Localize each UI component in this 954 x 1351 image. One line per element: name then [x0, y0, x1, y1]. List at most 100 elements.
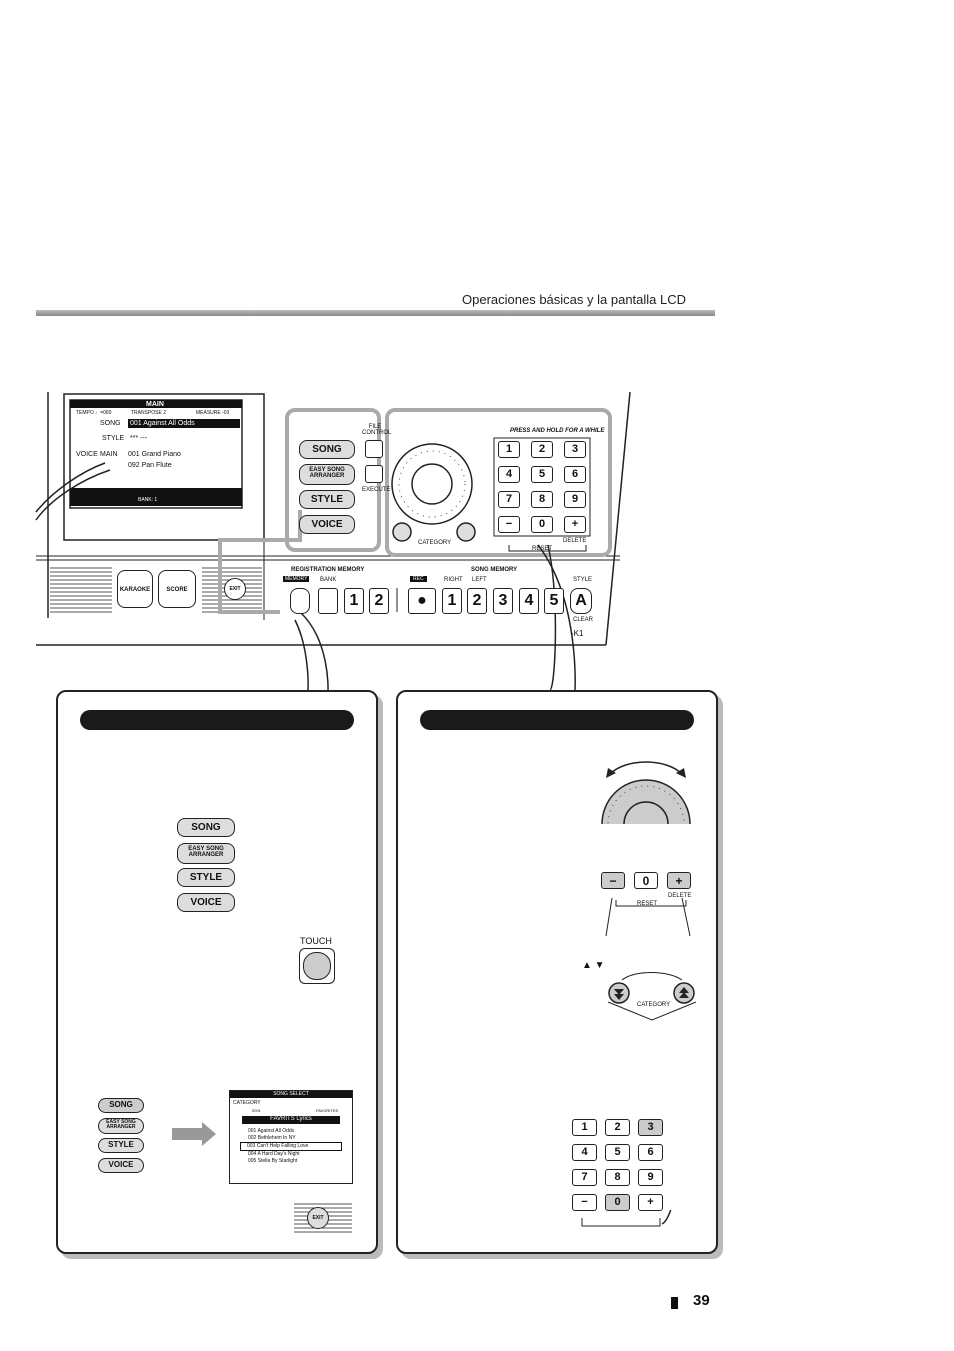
file-control-button[interactable]	[365, 440, 383, 458]
right-numpad-key-7[interactable]: 8	[605, 1169, 630, 1186]
bank-label: BANK	[320, 577, 337, 583]
right-numpad-key-8[interactable]: 9	[638, 1169, 663, 1186]
style-button[interactable]: STYLE	[299, 490, 355, 509]
header-rule	[36, 310, 715, 316]
mini-style-button[interactable]: STYLE	[98, 1138, 144, 1153]
song-select-item[interactable]: 004 A Hard Day's Night	[248, 1151, 300, 1157]
song-select-item[interactable]: 003 Can't Help Falling Love	[240, 1142, 342, 1151]
voice-button[interactable]: VOICE	[299, 515, 355, 534]
song-key-3[interactable]: 3	[493, 588, 513, 614]
song-select-title: SONG SELECT	[230, 1091, 352, 1098]
karaoke-button[interactable]: KARAOKE	[117, 570, 153, 608]
memory-label: MEMORY	[283, 576, 310, 582]
song-key-1[interactable]: 1	[442, 588, 462, 614]
box-song-button[interactable]: SONG	[177, 818, 235, 837]
song-memory-label: SONG MEMORY	[471, 567, 518, 573]
right-numpad-key-6[interactable]: 7	[572, 1169, 597, 1186]
page-header-title: Operaciones básicas y la pantalla LCD	[462, 292, 687, 307]
song-select-item[interactable]: 001 Against All Odds	[248, 1128, 295, 1134]
k1-label: -K1	[571, 629, 584, 638]
right-category-label: CATEGORY	[637, 1002, 671, 1008]
panel-numpad-key-2[interactable]: 3	[564, 441, 586, 458]
panel-numpad-key-7[interactable]: 8	[531, 491, 553, 508]
lcd-bank: BANK: 1	[138, 497, 158, 503]
lcd-style-value: *** ---	[130, 435, 148, 442]
song-select-item[interactable]: 005 Stella By Starlight	[248, 1158, 298, 1164]
song-select-tab-right: FAVORITES	[316, 1108, 339, 1113]
execute-button[interactable]	[365, 465, 383, 483]
mini-easy-song-arranger-button[interactable]: EASY SONG ARRANGER	[98, 1118, 144, 1134]
right-numpad-reset-lines	[581, 1210, 672, 1227]
lcd-main: MAIN	[146, 401, 164, 408]
box-easy-song-arranger-button[interactable]: EASY SONG ARRANGER	[177, 843, 235, 864]
mini-voice-button[interactable]: VOICE	[98, 1158, 144, 1173]
lcd-transpose: TRANSPOSE 2	[131, 410, 167, 416]
rec-button[interactable]: ●	[408, 588, 436, 614]
panel-numpad-key-8[interactable]: 9	[564, 491, 586, 508]
category-buttons-illustration	[607, 972, 697, 1021]
memory-button[interactable]	[290, 588, 310, 614]
song-button[interactable]: SONG	[299, 440, 355, 459]
panel-reset-label: RESET	[532, 546, 553, 552]
lcd-song-label: SONG	[100, 420, 121, 427]
song-select-screen: SONG SELECT CATEGORY 0001 FAVORITES FAVR…	[229, 1090, 353, 1184]
song-key-2[interactable]: 2	[467, 588, 487, 614]
zero-key[interactable]: 0	[634, 872, 658, 889]
panel-numpad-key-9[interactable]: −	[498, 516, 520, 533]
reg-key-1[interactable]: 1	[344, 588, 364, 614]
press-hold-label: PRESS AND HOLD FOR A WHILE	[510, 428, 605, 434]
reg-key-2[interactable]: 2	[369, 588, 389, 614]
panel-numpad-key-11[interactable]: +	[564, 516, 586, 533]
song-select-header: FAVRITS Lyrics	[242, 1116, 340, 1124]
bank-button[interactable]	[318, 588, 338, 614]
box-voice-button[interactable]: VOICE	[177, 893, 235, 912]
right-numpad-key-5[interactable]: 6	[638, 1144, 663, 1161]
right-delete-label: DELETE	[668, 893, 692, 899]
panel-numpad-key-6[interactable]: 7	[498, 491, 520, 508]
panel-numpad-key-4[interactable]: 5	[531, 466, 553, 483]
style-label: STYLE	[573, 577, 593, 583]
plus-key[interactable]: +	[667, 872, 691, 889]
style-a-button[interactable]: A	[570, 588, 592, 614]
panel-numpad-key-1[interactable]: 2	[531, 441, 553, 458]
left-label: LEFT	[472, 577, 487, 583]
lcd-voice-split-value: 092 Pan Flute	[128, 462, 172, 469]
panel-numpad-key-0[interactable]: 1	[498, 441, 520, 458]
right-numpad-key-10[interactable]: 0	[605, 1194, 630, 1211]
right-numpad-key-2[interactable]: 3	[638, 1119, 663, 1136]
right-numpad-key-9[interactable]: −	[572, 1194, 597, 1211]
score-button[interactable]: SCORE	[158, 570, 196, 608]
right-numpad-key-4[interactable]: 5	[605, 1144, 630, 1161]
song-select-tab-left: 0001	[252, 1108, 261, 1113]
right-numpad-key-1[interactable]: 2	[605, 1119, 630, 1136]
right-numpad-key-3[interactable]: 4	[572, 1144, 597, 1161]
file-control-label: FILE CONTROL	[362, 424, 392, 436]
rec-label: REC	[410, 576, 427, 582]
song-key-5[interactable]: 5	[544, 588, 564, 614]
right-label: RIGHT	[444, 577, 463, 583]
box-style-button[interactable]: STYLE	[177, 868, 235, 887]
panel-numpad-key-10[interactable]: 0	[531, 516, 553, 533]
minus-key[interactable]: −	[601, 872, 625, 889]
lcd-voice-main-value: 001 Grand Piano	[128, 451, 181, 458]
lcd-voice-main: MAIN	[100, 451, 118, 458]
clear-label: CLEAR	[573, 617, 594, 623]
song-key-4[interactable]: 4	[519, 588, 539, 614]
panel-numpad-key-5[interactable]: 6	[564, 466, 586, 483]
easy-song-arranger-button[interactable]: EASY SONG ARRANGER	[299, 464, 355, 485]
right-box-title-bar	[420, 710, 694, 730]
lcd-tempo: TEMPO ♩=060	[76, 410, 112, 416]
song-select-item[interactable]: 002 Bethlehem In NY	[248, 1135, 296, 1141]
panel-numpad-key-3[interactable]: 4	[498, 466, 520, 483]
right-numpad-key-11[interactable]: +	[638, 1194, 663, 1211]
touch-label: TOUCH	[300, 936, 332, 946]
category-label: CATEGORY	[418, 540, 452, 546]
touch-button[interactable]	[299, 948, 335, 984]
exit-button[interactable]: EXIT	[224, 578, 246, 600]
song-select-category: CATEGORY	[233, 1100, 261, 1106]
mini-song-button[interactable]: SONG	[98, 1098, 144, 1113]
page-number: 39	[693, 1292, 710, 1309]
box-exit-button[interactable]: EXIT	[307, 1207, 329, 1229]
right-numpad-key-0[interactable]: 1	[572, 1119, 597, 1136]
